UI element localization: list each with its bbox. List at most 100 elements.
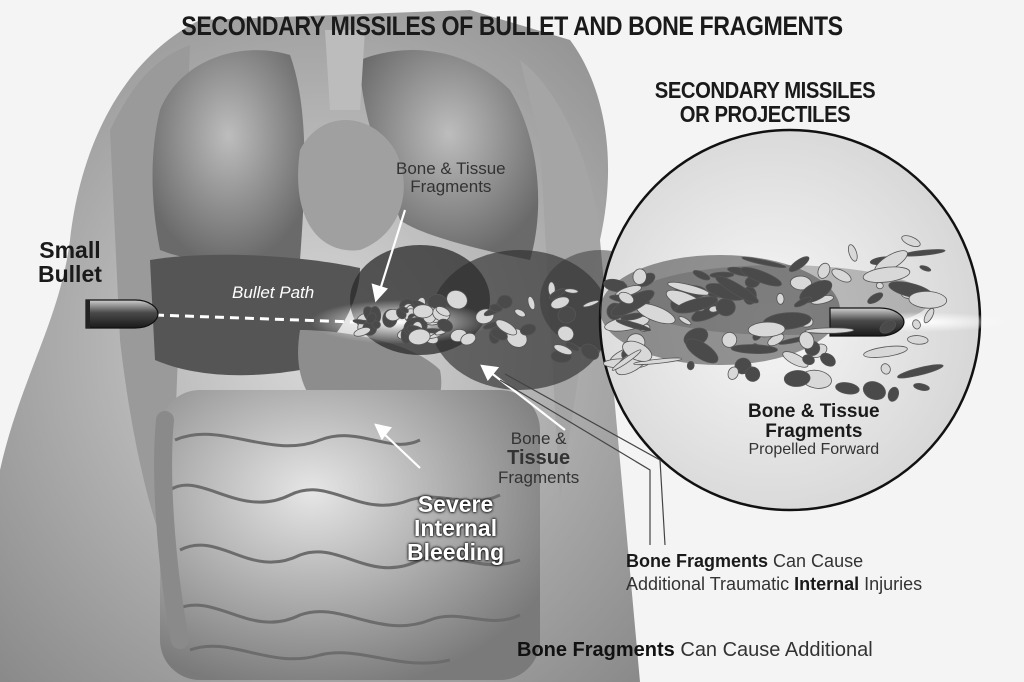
fragments-label-circle: Bone & Tissue Fragments Propelled Forwar… [748,402,880,459]
cause-caption: Bone Fragments Can Cause Additional Trau… [626,550,922,597]
bone-fragment [831,268,852,283]
leader-lines [499,373,666,546]
right-lung [360,50,539,260]
fragments-mid-line-1: Bone & [510,429,567,448]
bone-fragment [788,256,810,272]
bone-fragment [437,318,453,333]
severe-line-3: Bleeding [407,539,505,566]
bone-fragment [615,319,652,332]
bone-fragment [847,244,858,262]
fragments-mid-line-3: Fragments [498,467,580,487]
small-bullet-entry [85,299,159,329]
bone-fragment [923,308,935,324]
fragments-label-mid: Bone & Tissue Fragments [498,430,579,487]
intestines-block [160,390,540,680]
bone-fragment [565,341,580,352]
bone-fragment [862,266,911,283]
page-title: SECONDARY MISSILES OF BULLET AND BONE FR… [181,11,843,41]
bone-fragment [741,256,787,268]
bone-fragment [692,270,711,281]
bone-fragment [446,289,468,310]
bone-fragment [497,294,513,309]
bone-fragment [371,320,381,329]
cause-caption-line-2: Additional Traumatic Internal Injuries [626,573,922,596]
severe-line-1: Severe [417,491,494,517]
bone-fragment [776,292,785,305]
bone-fragment [879,320,897,334]
bone-fragment [632,268,647,285]
bone-fragment [408,328,431,346]
bone-fragment [553,344,573,356]
bone-fragment [399,306,409,314]
bone-fragment [783,370,811,387]
cause-line2b: Injuries [859,574,923,595]
bone-fragment [730,344,778,354]
bone-fragment [782,351,809,368]
bottom-caption-rest: Can Cause Additional [674,639,873,661]
bone-fragment [835,382,860,395]
bone-fragment [817,262,831,279]
bone-fragment [907,335,929,345]
bone-fragment [880,363,891,375]
heading-line-1: SECONDARY MISSILES [654,77,876,103]
bone-fragment [897,364,944,379]
bone-fragment [805,327,855,334]
cause-bold-1: Bone Fragments [626,551,769,571]
bone-fragment [686,361,695,371]
bone-fragment [366,312,377,325]
severe-line-2: Internal [414,515,498,542]
bone-fragment [798,331,815,350]
fragments-top-line-1: Bone & Tissue [396,159,506,178]
bone-fragment [685,338,719,364]
bone-fragment [582,300,600,308]
bone-fragment [802,354,815,365]
bone-fragment [912,319,921,330]
bone-fragment [557,325,575,342]
bone-fragment [820,352,836,367]
small-bullet-label: Small Bullet [38,238,102,286]
trachea [325,30,365,110]
bone-fragment [919,265,932,272]
bone-fragment [557,306,577,324]
bone-fragment [908,290,948,309]
small-bullet-line-2: Bullet [38,261,102,288]
small-bullet-line-1: Small [39,237,101,263]
bone-fragment [913,383,930,391]
bone-fragment [715,275,759,304]
bone-fragment [901,235,921,247]
bone-fragment [633,357,683,365]
bone-fragment [674,296,719,314]
intestine-loops [169,432,521,665]
fragments-circle-line-2: Fragments [765,420,863,442]
bone-fragment [564,288,579,294]
fragments-circle-line-1: Bone & Tissue [748,401,880,422]
heading-line-2: OR PROJECTILES [679,101,851,128]
bone-fragment [747,321,786,338]
secondary-missiles-heading: SECONDARY MISSILES OR PROJECTILES [629,78,902,126]
bone-fragment [580,343,600,361]
bone-fragment [740,266,782,287]
bone-fragment [435,306,451,317]
bone-fragment [745,366,761,382]
bottom-caption-bold: Bone Fragments [517,639,675,661]
bone-fragment [721,332,738,348]
fragments-mid-line-2: Tissue [507,446,571,469]
severe-bleeding-label: Severe Internal Bleeding [407,491,505,566]
bone-fragment [353,326,371,337]
bone-fragment [887,386,900,402]
bone-fragment [727,366,739,380]
bone-fragment [678,316,692,326]
left-lung [152,50,305,265]
bone-fragment [527,296,536,310]
bone-fragment [618,291,635,305]
bone-fragment [863,345,908,358]
bone-fragment-shards [352,235,948,402]
fragments-label-top: Bone & Tissue Fragments [396,160,506,196]
bone-fragment [412,304,434,319]
bone-fragment [794,296,812,308]
bone-fragment [611,349,642,371]
heart [298,120,404,251]
fragments-circle-line-3: Propelled Forward [748,440,880,458]
cause-rest-1: Can Cause [768,551,864,571]
